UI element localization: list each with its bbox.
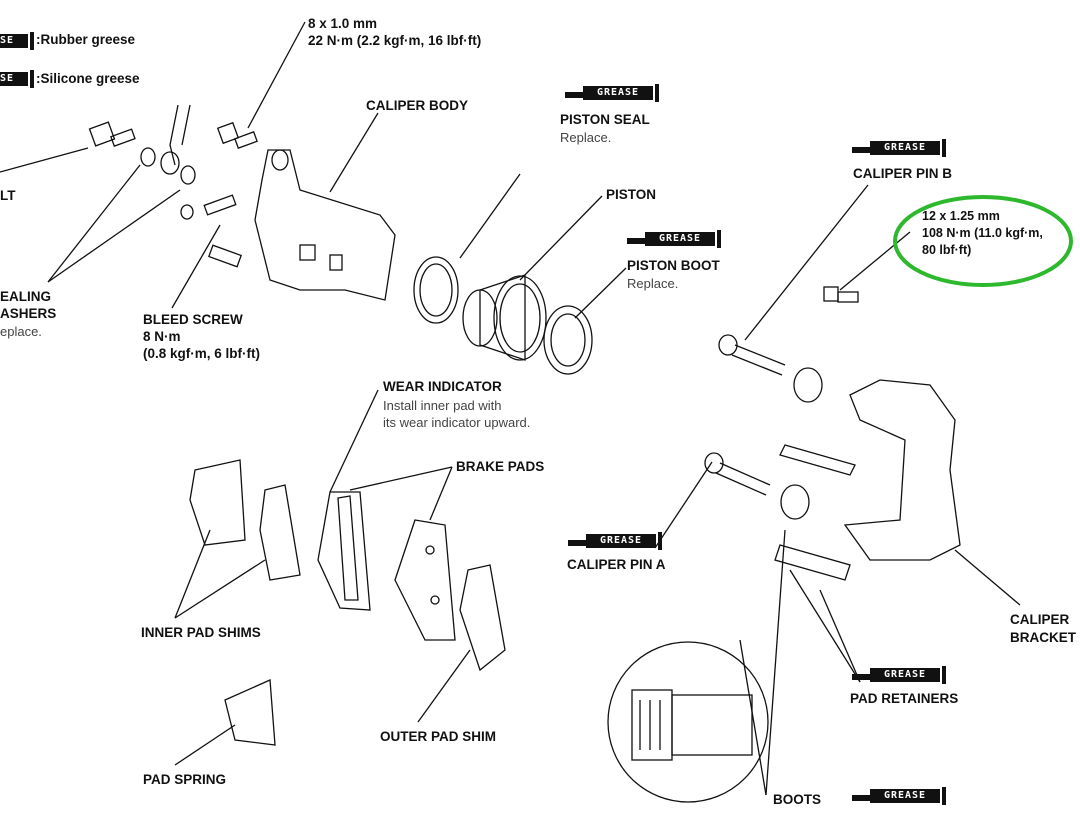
label-piston-boot: PISTON BOOT xyxy=(627,258,720,273)
grease-icon: GREASE xyxy=(852,785,952,805)
bleed-screw-torque: 8 N·m xyxy=(143,329,181,344)
bolt-spec-size: 8 x 1.0 mm xyxy=(308,16,378,31)
label-bolt: LT xyxy=(0,188,16,203)
bolt-part-2 xyxy=(216,121,258,149)
bleed-screw-torque-2: (0.8 kgf·m, 6 lbf·ft) xyxy=(143,346,260,361)
label-sealing-washers-2: ASHERS xyxy=(0,306,57,321)
wear-indicator-note-1: Install inner pad with xyxy=(383,398,502,413)
piston-boot xyxy=(543,305,593,375)
label-caliper-body: CALIPER BODY xyxy=(366,98,469,113)
piston-seal xyxy=(413,256,459,324)
piston-boot-note: Replace. xyxy=(627,276,679,291)
label-piston-seal: PISTON SEAL xyxy=(560,112,650,127)
label-pad-retainers: PAD RETAINERS xyxy=(850,691,959,706)
grease-icon: GREASE xyxy=(565,82,665,102)
label-caliper-bracket-1: CALIPER xyxy=(1010,612,1070,627)
outer-brake-pad xyxy=(394,519,456,641)
label-outer-pad-shim: OUTER PAD SHIM xyxy=(380,729,497,744)
label-caliper-pin-a: CALIPER PIN A xyxy=(567,557,666,572)
pad-spring xyxy=(224,679,276,746)
caliper-pin-b xyxy=(718,334,786,376)
pad-retainer-lower xyxy=(774,544,851,581)
legend-silicone-grease: :Silicone greese xyxy=(36,71,140,86)
highlight-circle xyxy=(893,195,1073,287)
pin-spec-size: 12 x 1.25 mm xyxy=(922,209,1000,223)
pad-retainer-upper xyxy=(779,444,856,476)
pin-boot-b xyxy=(793,367,823,403)
caliper-bracket-bolt xyxy=(823,286,859,303)
label-bleed-screw: BLEED SCREW xyxy=(143,312,243,327)
label-brake-pads: BRAKE PADS xyxy=(456,459,545,474)
grease-icon: GREASE xyxy=(0,30,40,50)
sealing-washer-2 xyxy=(180,165,196,185)
grease-icon: GREASE xyxy=(627,228,727,248)
caliper-bracket xyxy=(843,379,961,561)
outer-pad-shim xyxy=(459,564,506,672)
bolt-spec-torque: 22 N·m (2.2 kgf·m, 16 lbf·ft) xyxy=(308,33,482,48)
sealing-washers-note: eplace. xyxy=(0,324,42,339)
wear-indicator-note-2: its wear indicator upward. xyxy=(383,415,531,430)
caliper-pin-a xyxy=(704,452,771,496)
grease-icon: GREASE xyxy=(852,137,952,157)
piston xyxy=(462,274,547,361)
sealing-washer-1 xyxy=(140,147,156,167)
grease-icon: GREASE xyxy=(0,68,40,88)
label-wear-indicator: WEAR INDICATOR xyxy=(383,379,502,394)
inner-pad-shim-1 xyxy=(189,459,246,546)
grease-icon: GREASE xyxy=(568,530,668,550)
caliper-body xyxy=(254,149,396,301)
pin-spec-torque-2: 80 lbf·ft) xyxy=(922,243,972,257)
piston-seal-note: Replace. xyxy=(560,130,612,145)
label-boots: BOOTS xyxy=(773,792,822,807)
label-inner-pad-shims: INNER PAD SHIMS xyxy=(141,625,261,640)
label-piston: PISTON xyxy=(606,187,657,202)
label-caliper-pin-b: CALIPER PIN B xyxy=(853,166,953,181)
banjo-fitting xyxy=(160,104,191,175)
legend-rubber-grease: :Rubber greese xyxy=(36,32,136,47)
inner-brake-pad xyxy=(317,491,371,611)
grease-icon: GREASE xyxy=(852,664,952,684)
label-sealing-washers-1: EALING xyxy=(0,289,52,304)
label-caliper-bracket-2: BRACKET xyxy=(1010,630,1076,645)
pin-boot-a xyxy=(780,484,810,520)
label-pad-spring: PAD SPRING xyxy=(143,772,227,787)
inner-pad-shim-2 xyxy=(259,484,301,581)
bolt-part xyxy=(88,121,136,147)
pin-spec-torque: 108 N·m (11.0 kgf·m, xyxy=(922,226,1043,240)
boot-detail-inset xyxy=(607,641,769,803)
bleed-screw xyxy=(180,194,242,268)
